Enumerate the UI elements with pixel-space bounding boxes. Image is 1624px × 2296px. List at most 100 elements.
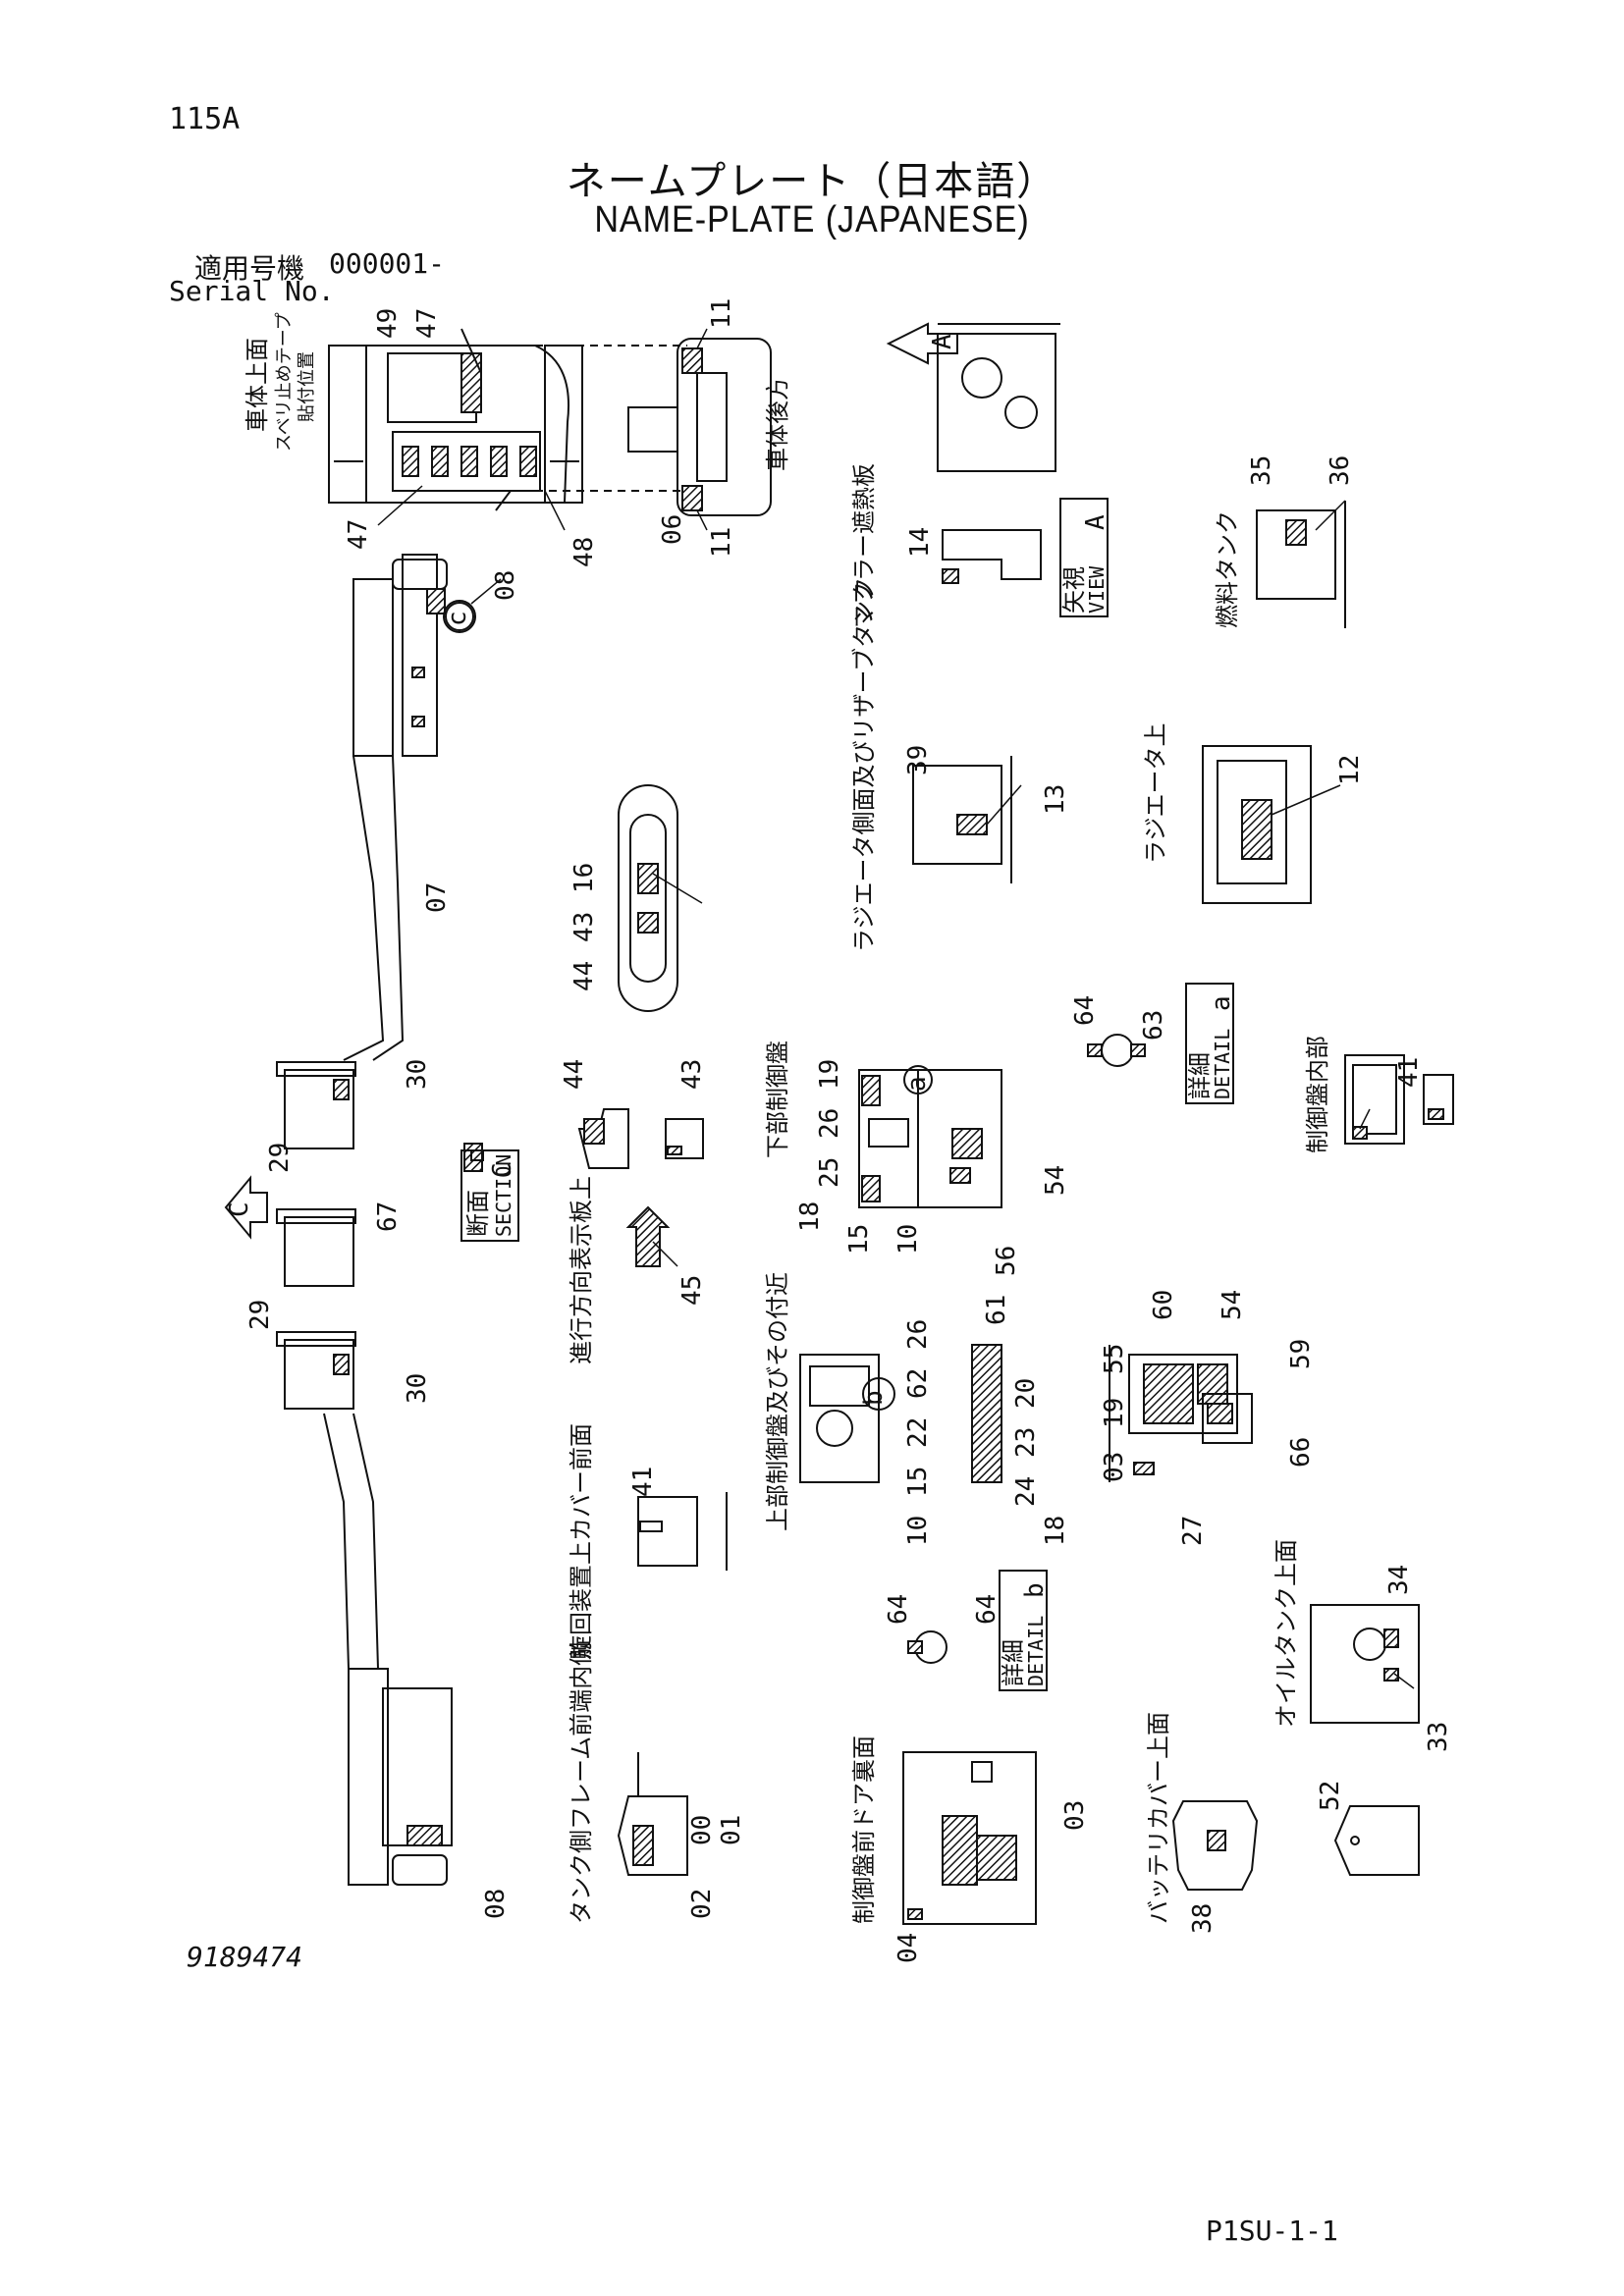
circle-c-letter: c [443, 611, 472, 626]
radiator-side-view [912, 756, 1012, 883]
page-code: 115A [169, 102, 241, 136]
section-c-frame [460, 1149, 519, 1242]
label-travel-direction-plate: 進行方向表示板上 [568, 1176, 595, 1364]
detail-a-view [1087, 983, 1234, 1104]
callout: 39 [903, 745, 933, 775]
drawing-number: 9189474 [187, 1941, 303, 1973]
callout: 43 [569, 912, 599, 942]
callout: 44 [560, 1059, 589, 1090]
view-a-jp: 矢視 [1060, 566, 1088, 614]
arrow-c-letter: C [225, 1201, 254, 1217]
callout: 20 [1011, 1378, 1041, 1409]
page-title-japanese: ネームプレート（日本語） [566, 159, 1058, 204]
sheet-id: P1SU-1-1 [1206, 2215, 1338, 2247]
serial-label-japanese: 適用号機 [194, 252, 305, 285]
callout: 45 [677, 1275, 707, 1306]
section-c-arrow [224, 1175, 268, 1240]
view-labels: 車体上面 スベリ止めテープ 貼付位置 車体後方 マフラー遮熱板 燃料タンク ラジ… [225, 312, 1331, 1924]
label-swing-cover: 旋回装置上カバー前面 [568, 1423, 595, 1659]
label-rear-view: 車体後方 [764, 377, 791, 471]
callout: 23 [1011, 1427, 1041, 1458]
view-a-en: VIEW [1085, 565, 1109, 614]
battery-cover-view [1171, 1800, 1259, 1891]
callout: 16 [569, 863, 599, 893]
radiator-top-view [1202, 745, 1312, 904]
label-lower-panel: 下部制御盤 [764, 1041, 791, 1158]
detail-a-en: DETAIL [1211, 1029, 1234, 1099]
detail-a-jp: 詳細 [1186, 1052, 1214, 1099]
detail-a-letter: a [1207, 995, 1236, 1011]
callout: 41 [628, 1467, 658, 1497]
callout: 48 [569, 537, 599, 567]
callout: 25 [815, 1157, 844, 1188]
callout-numbers: 49 47 11 47 06 48 11 08 07 16 43 44 30 2… [245, 298, 1453, 1963]
label-radiator-top: ラジエータ上 [1142, 722, 1169, 864]
callout: 08 [481, 1889, 511, 1919]
callout: 04 [893, 1933, 923, 1963]
callout: 22 [903, 1417, 933, 1448]
callout: 36 [1326, 455, 1355, 486]
callout: 60 [1149, 1290, 1178, 1320]
swing-cover-view [637, 1492, 728, 1571]
label-radiator-side: ラジエータ側面及びリザーブタンク [850, 577, 878, 952]
callout: 64 [884, 1594, 913, 1625]
view-a-top-area [937, 323, 1060, 472]
callout: 49 [373, 308, 403, 339]
label-fuel-tank: 燃料タンク [1214, 510, 1241, 628]
label-oil-tank-top: オイルタンク上面 [1272, 1539, 1300, 1728]
machine-top-view [328, 328, 583, 511]
callout: 27 [1178, 1516, 1208, 1546]
callout: 55 [1100, 1344, 1129, 1374]
detail-b-letter: b [1020, 1582, 1050, 1598]
callout: 14 [905, 527, 935, 558]
callout: 18 [795, 1201, 825, 1232]
callout: 19 [1100, 1398, 1129, 1428]
upper-control-panel-view [799, 1344, 1253, 1483]
callout: 11 [707, 527, 736, 558]
label-panel-door-back: 制御盤前ドア裏面 [850, 1735, 878, 1924]
callout: 13 [1041, 784, 1070, 815]
detail-b-en: DETAIL [1024, 1616, 1048, 1686]
callout: 18 [1041, 1516, 1070, 1546]
callout: 30 [403, 1059, 432, 1090]
section-c-letter: C [488, 1162, 517, 1178]
callout: 67 [373, 1201, 403, 1232]
callout: 03 [1100, 1452, 1129, 1482]
label-upper-panel: 上部制御盤及びその付近 [764, 1272, 791, 1531]
detail-b-jp: 詳細 [1000, 1639, 1027, 1686]
callout: 38 [1188, 1903, 1218, 1934]
callout: 12 [1335, 755, 1365, 785]
label-battery-cover: バッテリカバー上面 [1145, 1712, 1172, 1924]
callout: 00 [687, 1815, 717, 1845]
callout: 59 [1286, 1339, 1316, 1369]
callout: 01 [717, 1815, 746, 1845]
muffler-shield-view [942, 529, 1042, 584]
callout: 34 [1384, 1565, 1414, 1595]
callout: 61 [982, 1295, 1011, 1325]
callout: 03 [1060, 1800, 1090, 1831]
callout: 47 [344, 519, 373, 550]
callout: 30 [403, 1373, 432, 1404]
section-c-en: SECTION [492, 1154, 515, 1237]
callout-leaders [377, 328, 1415, 1689]
travel-direction-plate-view [577, 1108, 704, 1267]
panel-door-back-view [902, 1751, 1037, 1925]
label-attach-position: 貼付位置 [297, 351, 317, 422]
control-panel-interior-view [1344, 1054, 1454, 1145]
callout: 64 [1070, 995, 1100, 1026]
callout: 33 [1424, 1722, 1453, 1752]
label-non-slip-tape: スベリ止めテープ [274, 312, 295, 452]
callout: 10 [893, 1224, 923, 1255]
label-tank-frame: タンク側フレーム前端内側 [568, 1642, 595, 1924]
label-control-panel-inside: 制御盤内部 [1304, 1036, 1331, 1153]
label-top-view: 車体上面 [244, 338, 271, 432]
callout: 24 [1011, 1476, 1041, 1507]
callout: 44 [569, 961, 599, 991]
callout: 02 [687, 1889, 717, 1919]
callout: 35 [1247, 455, 1276, 486]
callout: 06 [658, 514, 687, 545]
callout: 08 [491, 570, 520, 601]
tag-52 [1333, 1805, 1420, 1876]
circle-b-letter: b [859, 1390, 889, 1406]
callout: 11 [707, 298, 736, 329]
